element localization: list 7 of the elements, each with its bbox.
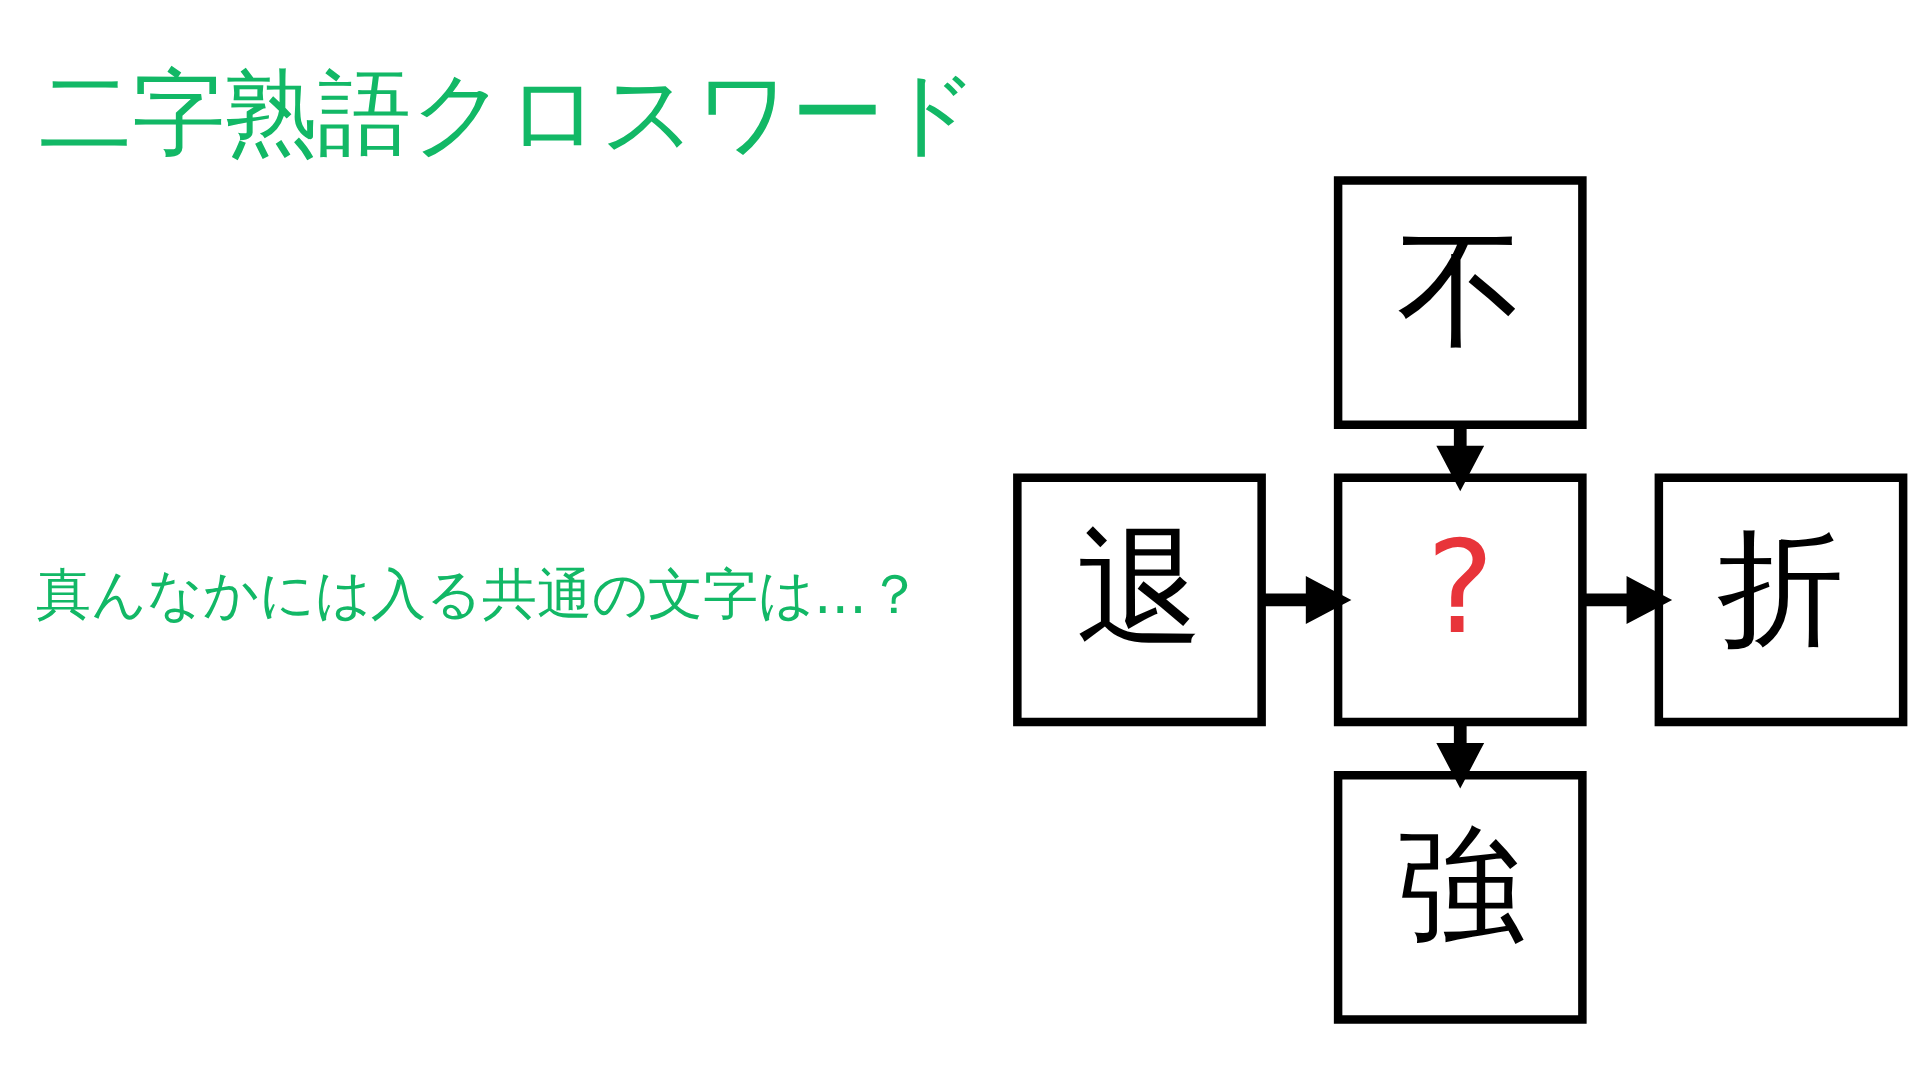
node-box: 強 <box>1333 770 1587 1024</box>
label: 真んなかには入る共通の文字は...？ <box>36 561 922 626</box>
node-box: ? <box>1333 473 1587 726</box>
node-box: 折 <box>1654 473 1908 726</box>
diagram-title: 二字熟語クロスワード <box>38 57 979 167</box>
node-box: 不 <box>1333 175 1587 429</box>
node-box: 退 <box>1013 473 1266 726</box>
